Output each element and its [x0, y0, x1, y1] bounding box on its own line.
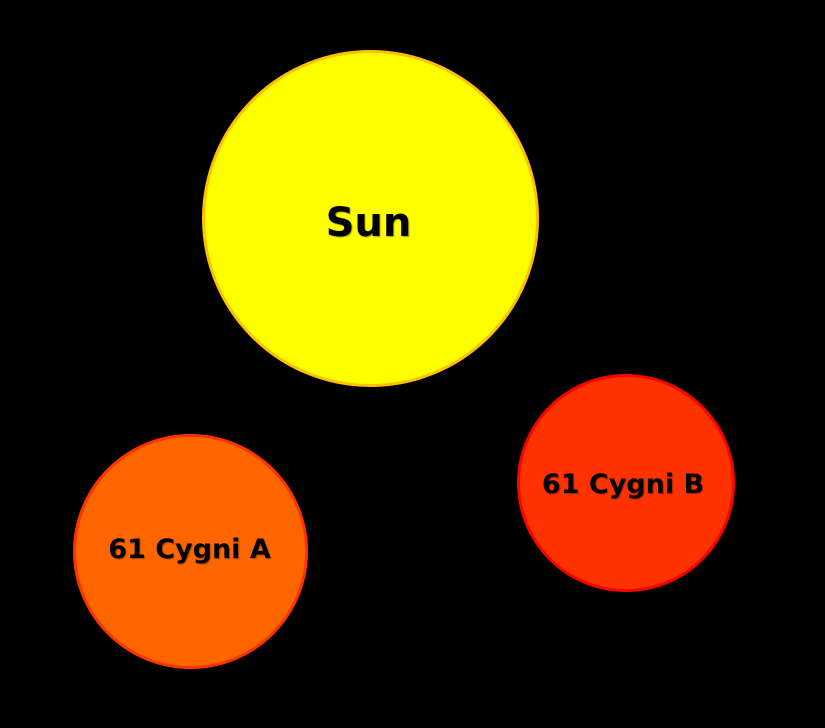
61-cygni-a-label: 61 Cygni A [108, 534, 271, 565]
61-cygni-b-circle: 61 Cygni B [517, 374, 735, 592]
61-cygni-b-label: 61 Cygni B [541, 468, 705, 500]
sun-label: Sun [325, 199, 412, 246]
61-cygni-a-circle: 61 Cygni A [73, 434, 308, 669]
sun-circle: Sun [202, 50, 539, 387]
